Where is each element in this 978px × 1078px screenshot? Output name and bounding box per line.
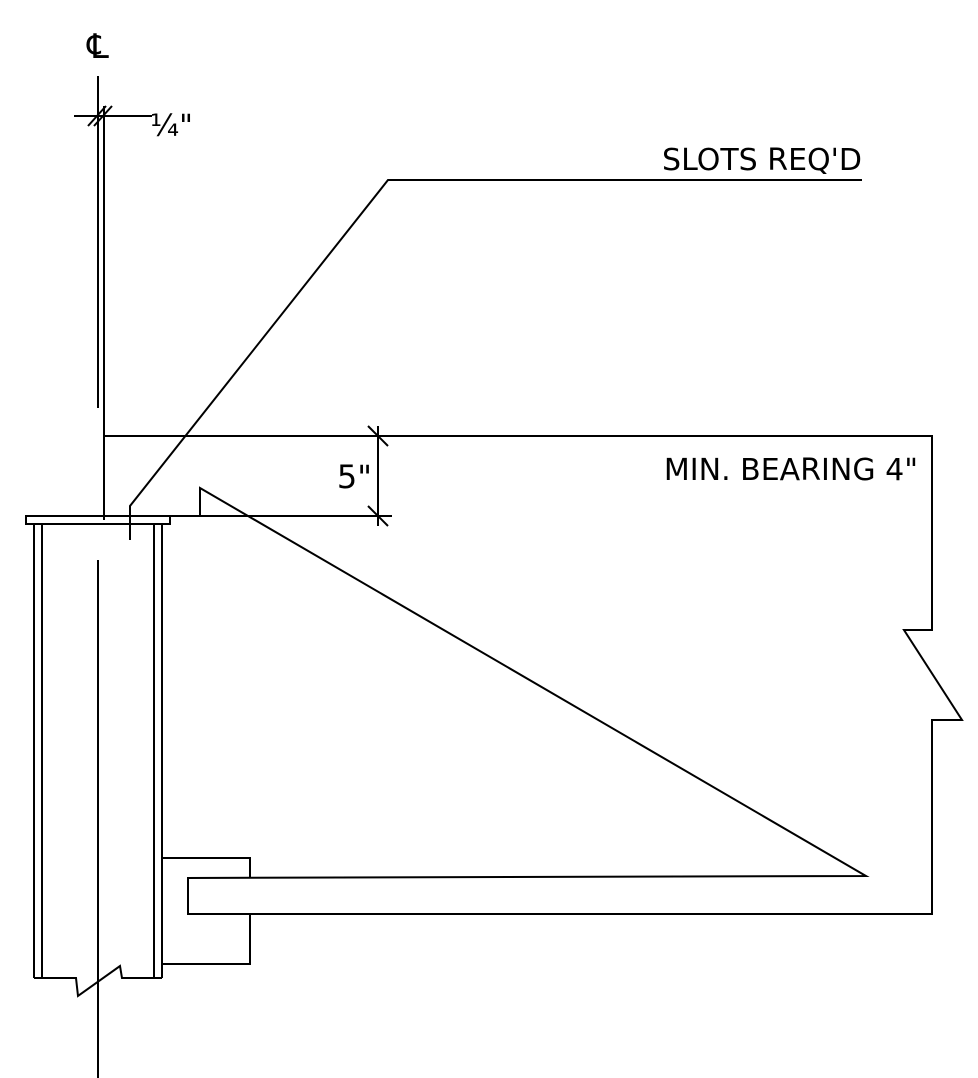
offset-dimension-label: ¼" xyxy=(150,109,193,144)
bearing-dimension-label: 5" xyxy=(337,458,372,496)
support-block xyxy=(162,857,251,878)
centerline-symbol: ℄ xyxy=(86,27,109,67)
support-block-lower xyxy=(162,914,251,965)
offset-tick-2 xyxy=(93,105,113,127)
slots-required-note: SLOTS REQ'D xyxy=(662,143,862,178)
column-break-line xyxy=(34,964,162,998)
offset-tick-1 xyxy=(87,105,107,127)
dimension-tick-top xyxy=(367,425,389,447)
cap-plate xyxy=(25,515,171,525)
min-bearing-note: MIN. BEARING 4" xyxy=(664,453,918,488)
dimension-tick-bottom xyxy=(367,505,389,527)
slab-outline xyxy=(104,435,964,915)
